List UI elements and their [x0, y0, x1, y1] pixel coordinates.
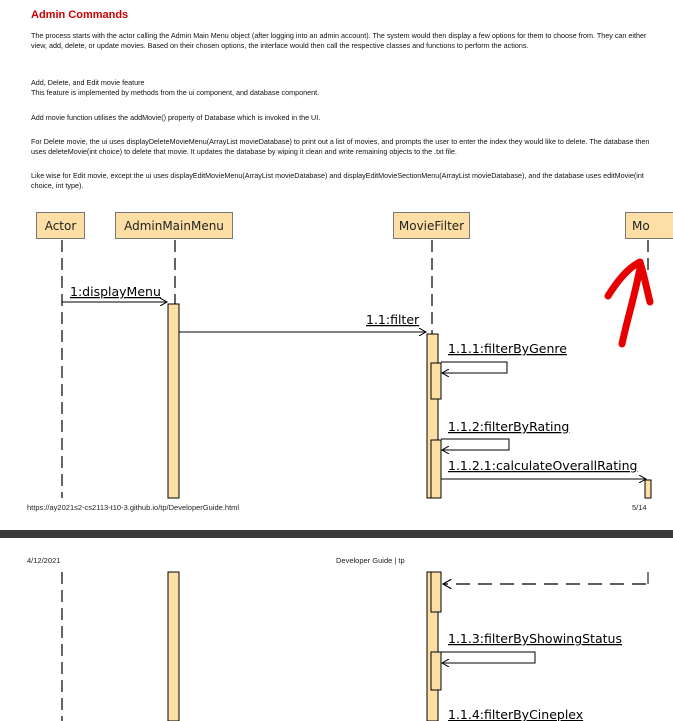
add-movie-paragraph: Add movie function utilises the addMovie… [31, 113, 321, 122]
lifeline-movie-filter: MovieFilter [393, 212, 470, 239]
msg-filter-by-genre-label: 1.1.1:filterByGenre [448, 341, 567, 356]
msg-filter-label: 1.1:filter [366, 312, 420, 327]
lifeline-admin-main-menu: AdminMainMenu [115, 212, 233, 239]
intro-paragraph: The process starts with the actor callin… [31, 31, 647, 51]
header-date: 4/12/2021 [27, 556, 61, 565]
lifeline-actor-label: Actor [44, 218, 77, 233]
msg-filter-by-status-label: 1.1.3:filterByShowingStatus [448, 631, 622, 646]
status-activation [430, 651, 442, 691]
footer-url: https://ay2021s2-cs2113-t10-3.github.io/… [27, 503, 240, 512]
delete-movie-paragraph: For Delete movie, the ui uses displayDel… [31, 137, 650, 157]
msg-filter-by-rating-label: 1.1.2:filterByRating [448, 419, 569, 434]
lifeline-movie-cut-label: Mo [632, 218, 650, 233]
genre-activation [430, 362, 442, 400]
lifeline-movie-cut: Mo [625, 212, 673, 239]
feature-paragraph: Add, Delete, and Edit movie feature This… [31, 78, 320, 98]
lifeline-movie-filter-label: MovieFilter [398, 218, 465, 233]
section-heading: Admin Commands [31, 9, 129, 21]
lifeline-admin-main-menu-label: AdminMainMenu [124, 218, 224, 233]
msg-filter-by-genre-arrow [441, 361, 508, 373]
red-annotation-arrow [618, 264, 644, 348]
msg-display-menu-label: 1:displayMenu [70, 284, 161, 299]
lifeline-actor: Actor [36, 212, 85, 239]
header-title: Developer Guide | tp [336, 556, 405, 565]
rating-activation [430, 439, 442, 499]
msg-filter-by-status-arrow [441, 651, 536, 663]
admin-activation [167, 303, 180, 499]
msg-filter-by-rating-arrow [441, 438, 510, 450]
msg-filter-by-cineplex-label: 1.1.4:filterByCineplex [448, 707, 583, 721]
footer-page-number: 5/14 [632, 503, 647, 512]
msg-calc-rating-label: 1.1.2.1:calculateOverallRating [448, 458, 637, 473]
edit-movie-paragraph: Like wise for Edit movie, except the ui … [31, 171, 644, 191]
page-separator [0, 530, 673, 538]
